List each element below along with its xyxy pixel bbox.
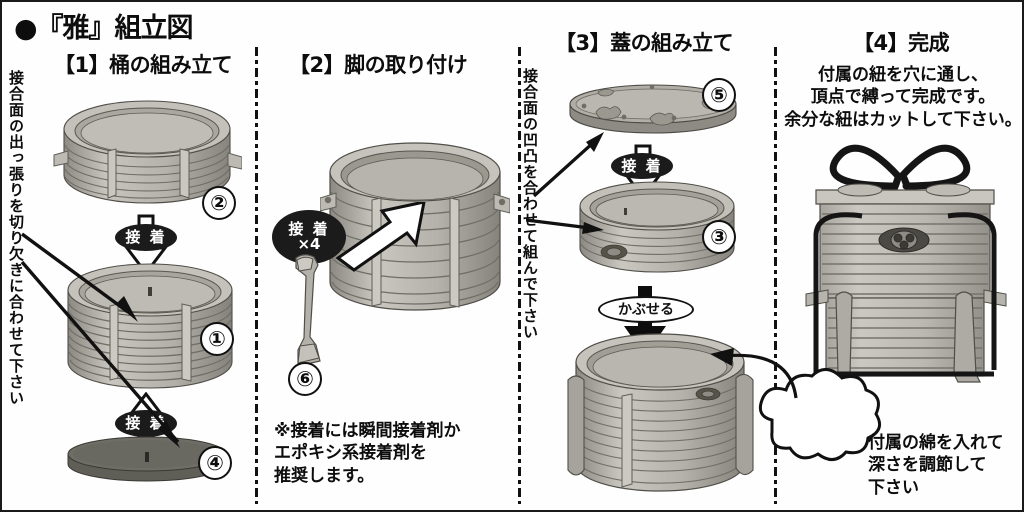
- part-finished-product: [805, 144, 1007, 383]
- panel-2-note: ※接着には瞬間接着剤か エポキシ系接着剤を 推奨します。: [274, 421, 461, 486]
- adhesive-x4-sub: ×4: [297, 235, 321, 253]
- panel-4-heading: 【4】完成: [853, 31, 950, 55]
- pointer-arrow-icon: [20, 232, 180, 448]
- cover-label: かぶせる: [598, 296, 694, 323]
- part-lid-top-plate: [569, 84, 737, 134]
- panel-4-note: 付属の紐を穴に通し、 頂点で縛って完成です。 余分な紐はカットして下さい。: [784, 65, 1022, 130]
- panel-3-heading: 【3】蓋の組み立て: [555, 31, 734, 55]
- panel-divider-3: [774, 47, 777, 504]
- part-lid-ring: [579, 181, 735, 273]
- pointer-arrow-icon-4: [710, 348, 798, 399]
- adhesive-label-1: 接 着: [115, 224, 177, 251]
- part-number-4: ④: [198, 446, 232, 480]
- hollow-diagonal-arrow-icon: [335, 202, 426, 272]
- panel-3-vertical-note: 接合面の凹凸を合わせて組んで下さい: [521, 68, 539, 340]
- page-title: ●『雅』組立図: [14, 13, 194, 44]
- part-number-1: ①: [200, 322, 234, 356]
- pointer-arrow-icon-3: [526, 132, 604, 234]
- part-number-5: ⑤: [702, 78, 736, 112]
- panel-4-callout-note: 付属の綿を入れて 深さを調節して 下さい: [868, 433, 1004, 498]
- part-leg: [295, 254, 321, 367]
- panel-divider-1: [255, 47, 258, 504]
- part-barrel-base-disc: [67, 436, 227, 482]
- adhesive-label-3: 接 着: [611, 153, 673, 179]
- adhesive-x4-main: 接 着: [288, 220, 330, 238]
- part-assembled-barrel: [567, 333, 754, 492]
- cloud-callout-icon: [758, 368, 882, 461]
- part-barrel-upper-ring: [53, 100, 242, 204]
- panel-1-heading: 【1】桶の組み立て: [54, 53, 233, 77]
- panel-2-heading: 【2】脚の取り付け: [289, 53, 468, 77]
- part-number-6: ⑥: [288, 362, 322, 396]
- adhesive-label-2: 接 着: [115, 410, 177, 437]
- part-number-2: ②: [202, 186, 236, 220]
- panel-divider-2: [518, 47, 521, 504]
- panel-1-vertical-note: 接合面の出っ張りを切り欠きに合わせて下さい: [7, 70, 25, 406]
- part-number-3: ③: [702, 220, 736, 254]
